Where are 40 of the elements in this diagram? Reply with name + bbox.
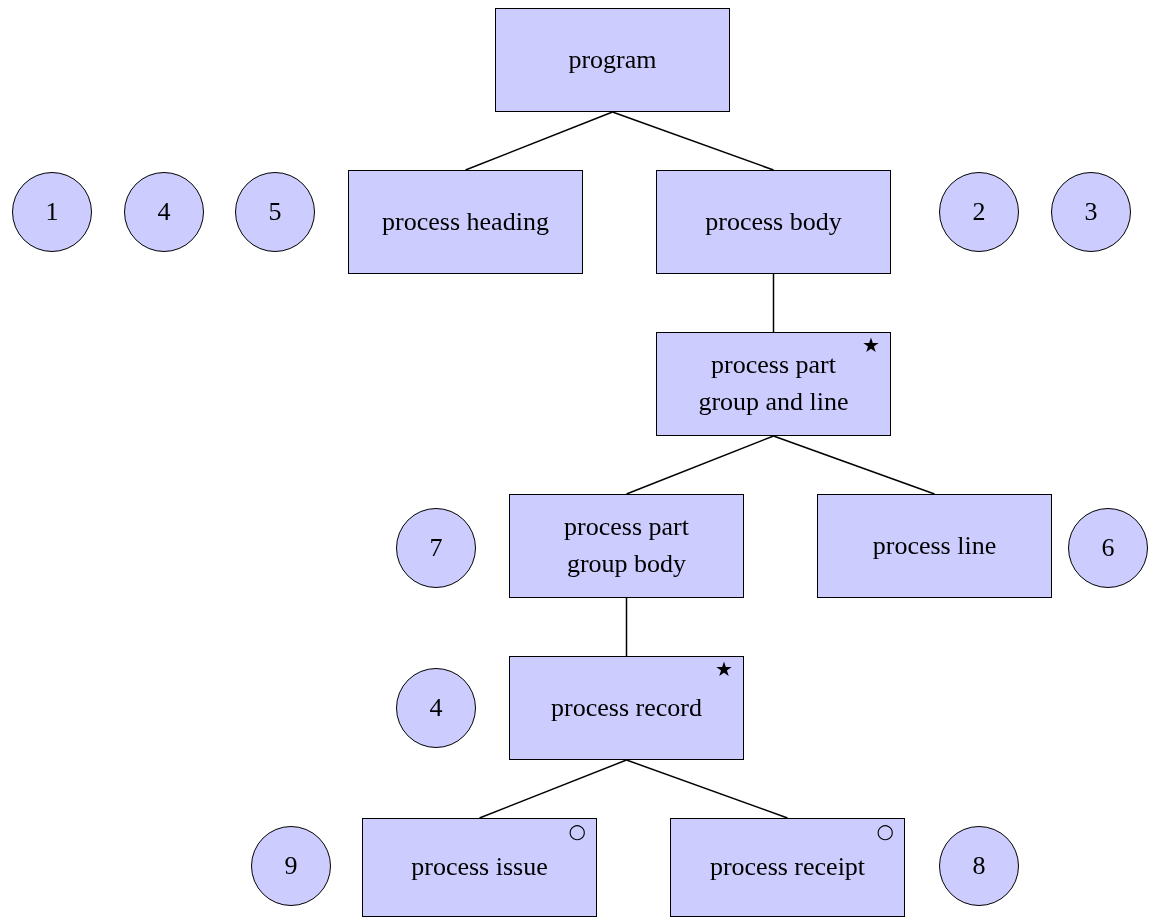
process-box [362,818,597,917]
connector-line [464,111,614,171]
connector-line [625,435,775,495]
circle-number: 8 [972,849,986,882]
notation-mark: ○ [568,821,586,841]
circle-number: 5 [268,195,282,228]
box-label: process record [551,691,702,724]
connector-line [625,759,789,819]
box-label: program [568,43,657,76]
process-box [817,494,1052,598]
process-box [670,818,905,917]
process-box [509,494,744,598]
process-box [656,170,891,274]
circle-number: 1 [45,195,59,228]
process-box [495,8,730,112]
notation-mark: ○ [876,821,894,841]
process-box [509,656,744,760]
circle-number: 4 [157,195,171,228]
circle-number: 2 [972,195,986,228]
notation-mark: ★ [715,659,733,679]
circle-number: 6 [1101,531,1115,564]
process-box [348,170,583,274]
circle-number: 9 [284,849,298,882]
box-label: process body [705,205,842,238]
notation-mark: ★ [862,335,880,355]
process-box [656,332,891,436]
circle-number: 4 [429,691,443,724]
connector-line [772,273,775,333]
box-label: process line [872,529,997,562]
connector-line [478,759,628,819]
connector-line [611,111,775,171]
circle-number: 3 [1084,195,1098,228]
box-label: process receipt [709,851,866,884]
box-label: process issue [411,851,548,884]
box-label: process heading [382,205,549,238]
circle-number: 7 [429,531,443,564]
box-label: process part group body [563,511,690,580]
box-label: process part group and line [697,349,850,418]
connector-line [625,597,628,657]
connector-line [772,435,936,495]
